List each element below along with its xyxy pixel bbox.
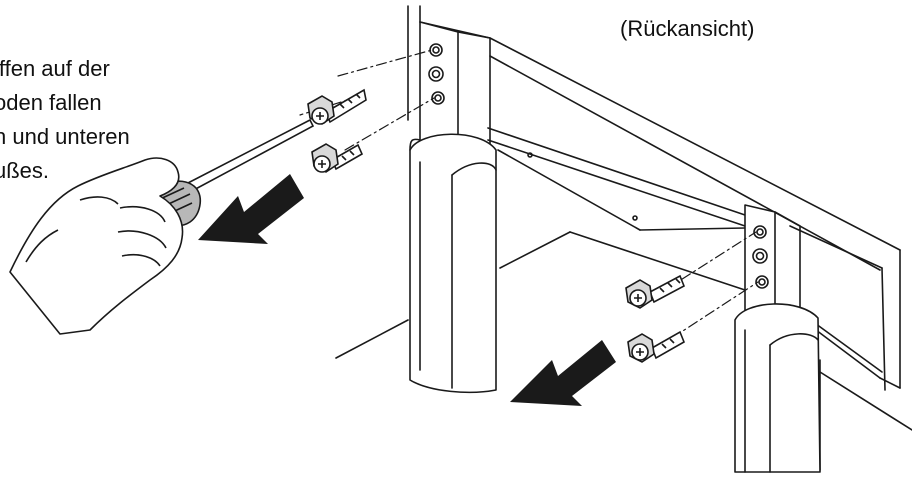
caption-line: ußes. bbox=[0, 158, 50, 183]
removal-arrow-icon bbox=[198, 174, 304, 244]
right-leg bbox=[734, 204, 821, 473]
screw-icon bbox=[311, 143, 364, 173]
caption-line: iffen auf der bbox=[0, 56, 110, 81]
caption-line: n und unteren bbox=[0, 124, 130, 149]
hand-icon bbox=[9, 157, 184, 335]
screw-icon bbox=[307, 88, 367, 125]
screw-icon bbox=[627, 330, 686, 363]
view-label: (Rückansicht) bbox=[620, 16, 755, 41]
screw-icon bbox=[625, 274, 686, 309]
removal-arrow-icon bbox=[510, 340, 616, 406]
alignment-guides bbox=[299, 49, 759, 339]
left-leg bbox=[409, 21, 497, 394]
caption-line: oden fallen bbox=[0, 90, 102, 115]
